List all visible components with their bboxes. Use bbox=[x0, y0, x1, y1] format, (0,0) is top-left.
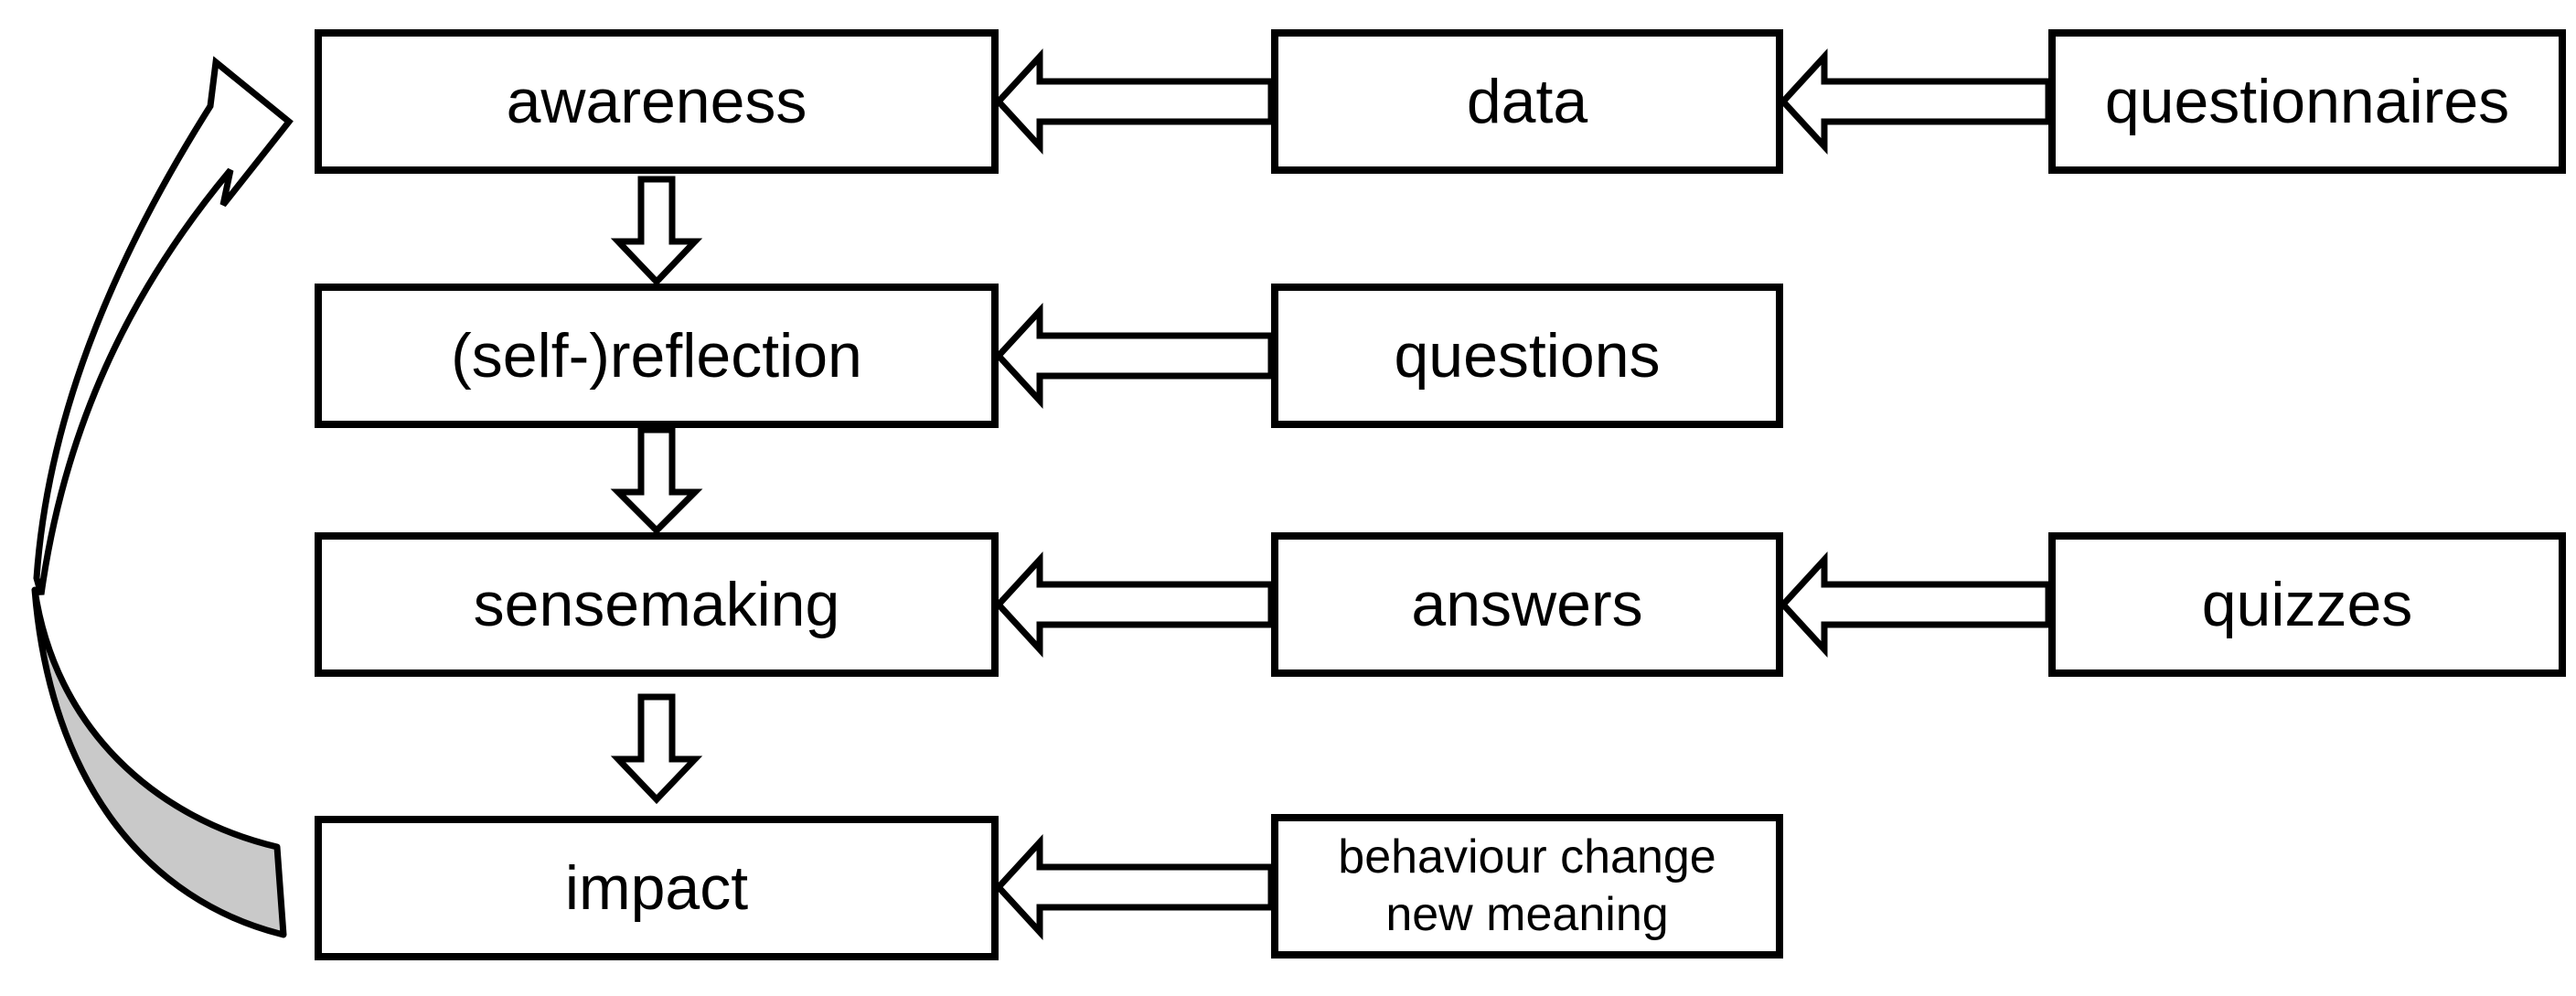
node-impact: impact bbox=[315, 816, 999, 960]
node-behaviour-change: behaviour change new meaning bbox=[1271, 814, 1783, 959]
arrow-questions-to-reflection bbox=[994, 303, 1275, 409]
node-quizzes-label: quizzes bbox=[2201, 569, 2413, 639]
arrow-questionnaires-to-data bbox=[1779, 48, 2052, 155]
node-impact-label: impact bbox=[564, 852, 749, 923]
curved-arrow-impact-to-awareness bbox=[31, 56, 294, 938]
node-behaviour-change-label-line1: behaviour change bbox=[1338, 830, 1716, 884]
node-awareness: awareness bbox=[315, 29, 999, 174]
arrow-sensemaking-to-impact bbox=[610, 693, 703, 805]
arrow-quizzes-to-answers bbox=[1779, 552, 2052, 658]
curved-arrow-gray-band bbox=[31, 586, 287, 938]
node-answers: answers bbox=[1271, 532, 1783, 677]
node-awareness-label: awareness bbox=[506, 66, 807, 136]
arrow-answers-to-sensemaking bbox=[994, 552, 1275, 658]
node-self-reflection: (self-)reflection bbox=[315, 284, 999, 428]
node-data-label: data bbox=[1466, 66, 1588, 136]
arrow-behaviour-to-impact bbox=[994, 834, 1275, 940]
node-questions: questions bbox=[1271, 284, 1783, 428]
node-behaviour-change-label-line2: new meaning bbox=[1385, 888, 1669, 941]
node-sensemaking-label: sensemaking bbox=[473, 569, 840, 639]
node-questions-label: questions bbox=[1394, 320, 1661, 391]
node-questionnaires: questionnaires bbox=[2048, 29, 2566, 174]
node-data: data bbox=[1271, 29, 1783, 174]
curved-arrow-head bbox=[33, 56, 294, 595]
node-answers-label: answers bbox=[1411, 569, 1643, 639]
node-quizzes: quizzes bbox=[2048, 532, 2566, 677]
arrow-data-to-awareness bbox=[994, 48, 1275, 155]
node-self-reflection-label: (self-)reflection bbox=[451, 320, 862, 391]
node-sensemaking: sensemaking bbox=[315, 532, 999, 677]
arrow-awareness-to-reflection bbox=[610, 176, 703, 287]
arrow-reflection-to-sensemaking bbox=[610, 426, 703, 535]
node-questionnaires-label: questionnaires bbox=[2104, 66, 2510, 136]
